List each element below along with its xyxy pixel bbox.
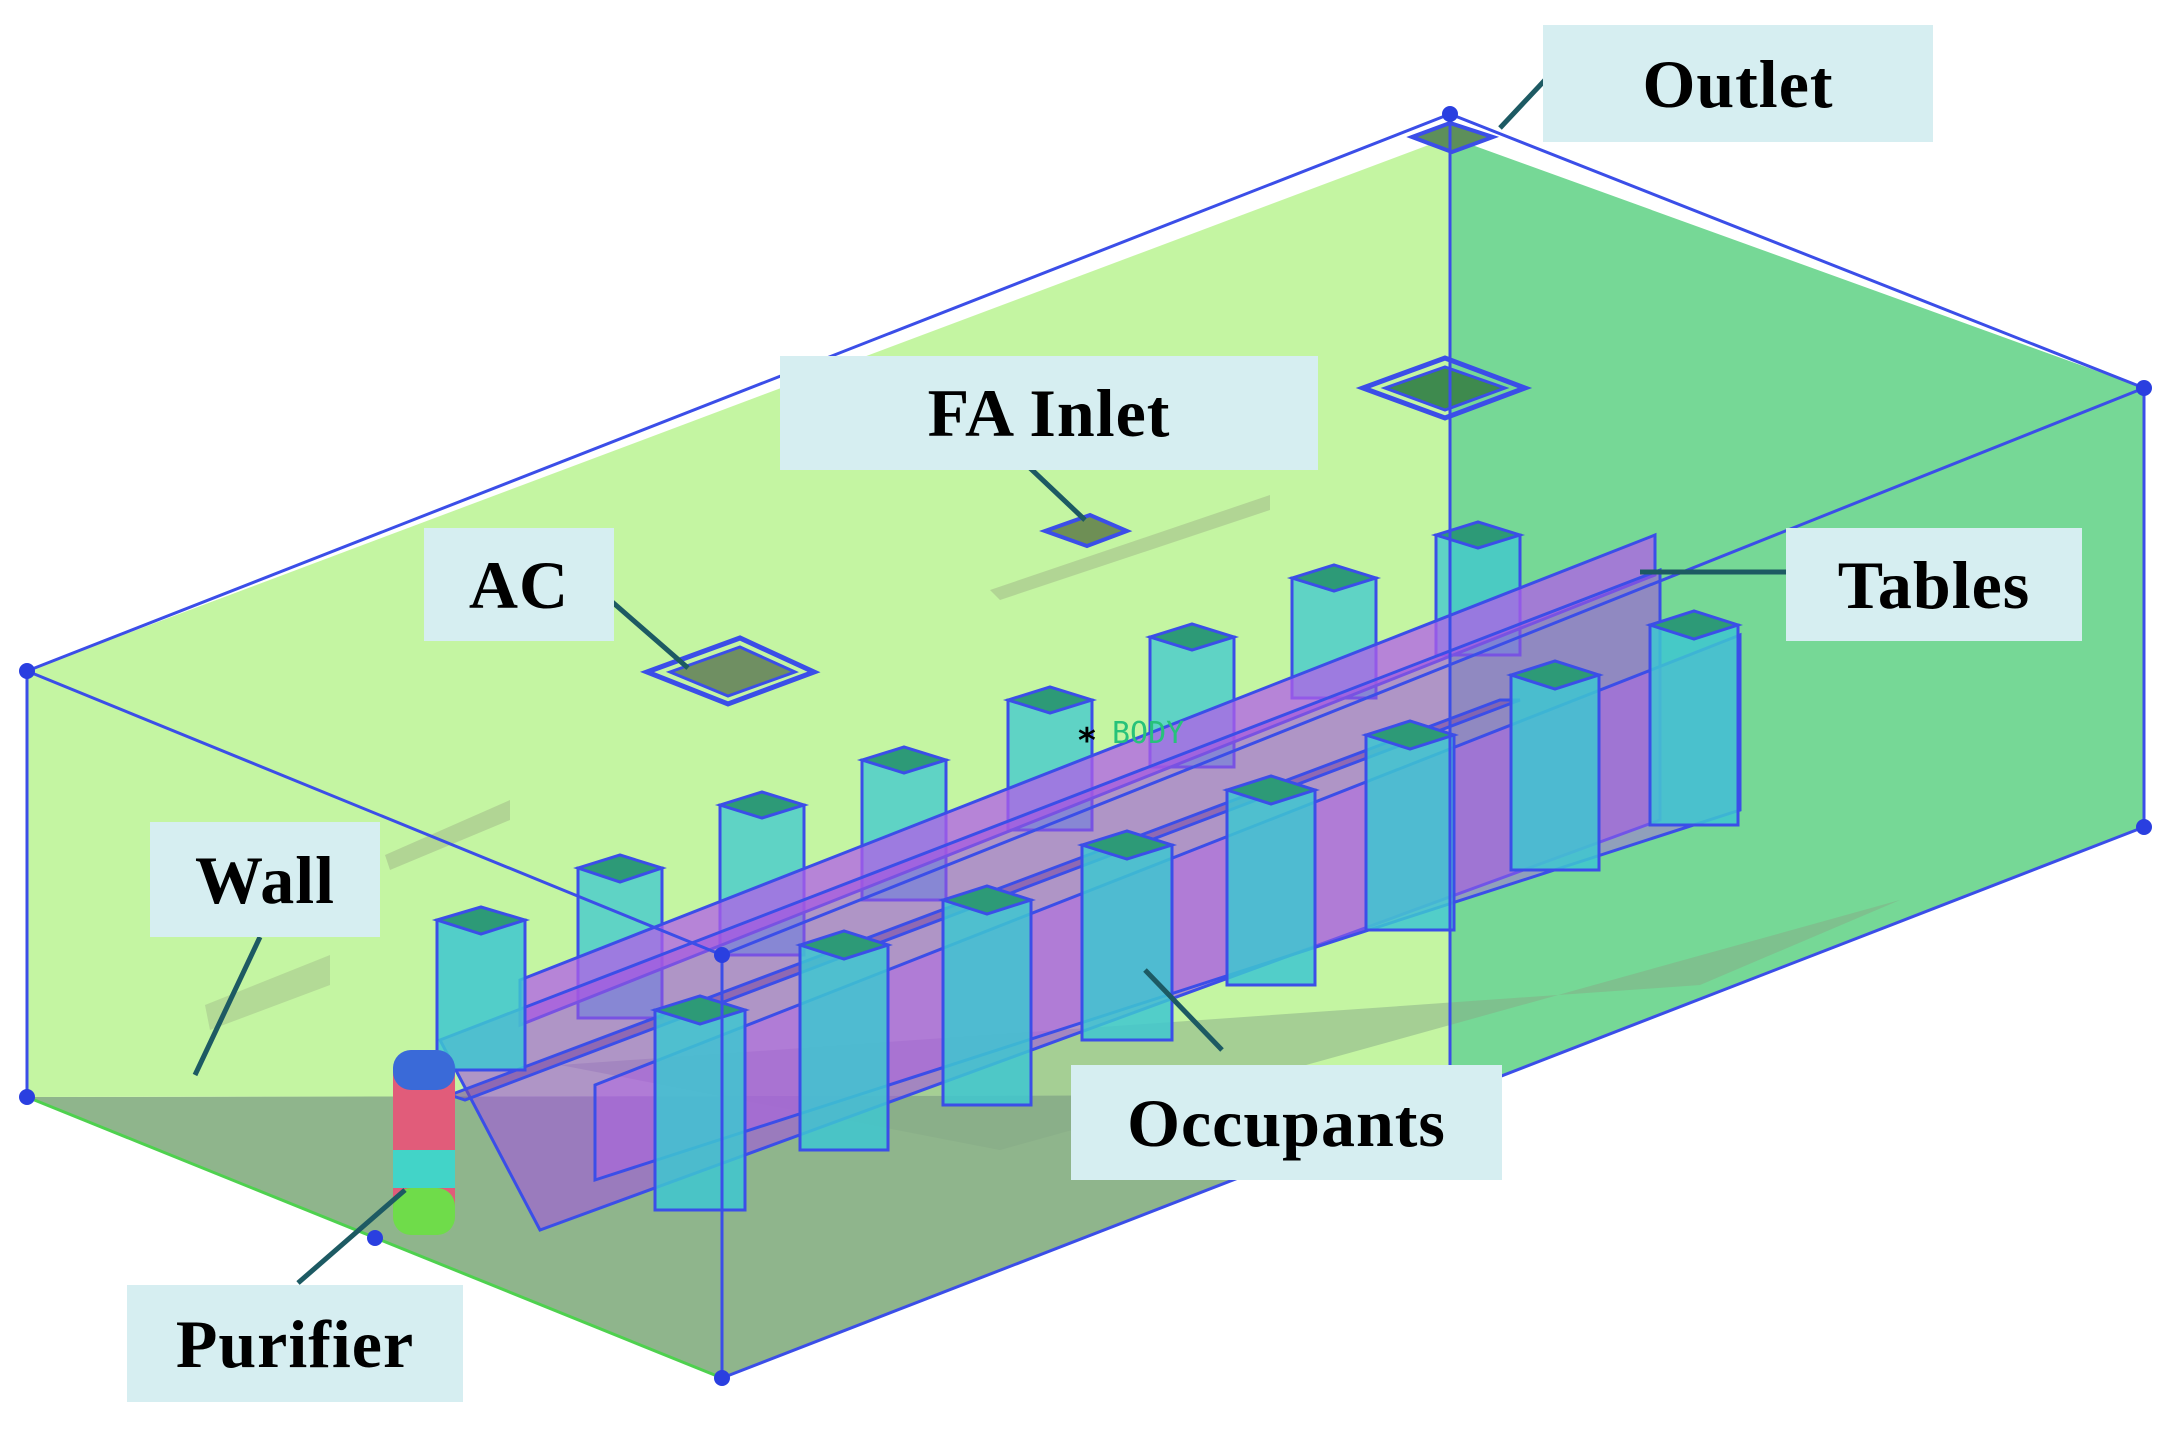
- fa-inlet-vent: [1039, 512, 1133, 549]
- purifier-unit: [393, 1050, 455, 1235]
- fa-inlet-label: FA Inlet: [780, 356, 1318, 470]
- wall-label: Wall: [150, 822, 380, 937]
- purifier-label: Purifier: [127, 1285, 463, 1402]
- body-marker-label: BODY: [1112, 716, 1185, 751]
- outlet-vent: [1406, 120, 1500, 155]
- tables-label: Tables: [1786, 528, 2082, 641]
- leader-lines: [192, 78, 1787, 1285]
- ceiling-diffuser-right: [1355, 355, 1533, 421]
- outlet-label: Outlet: [1543, 25, 1933, 142]
- svg-text:*: *: [1078, 721, 1096, 761]
- occupants-label: Occupants: [1071, 1065, 1502, 1180]
- front-occupants: [435, 623, 1740, 1212]
- ac-label: AC: [424, 528, 614, 641]
- ac-diffuser: [639, 635, 821, 707]
